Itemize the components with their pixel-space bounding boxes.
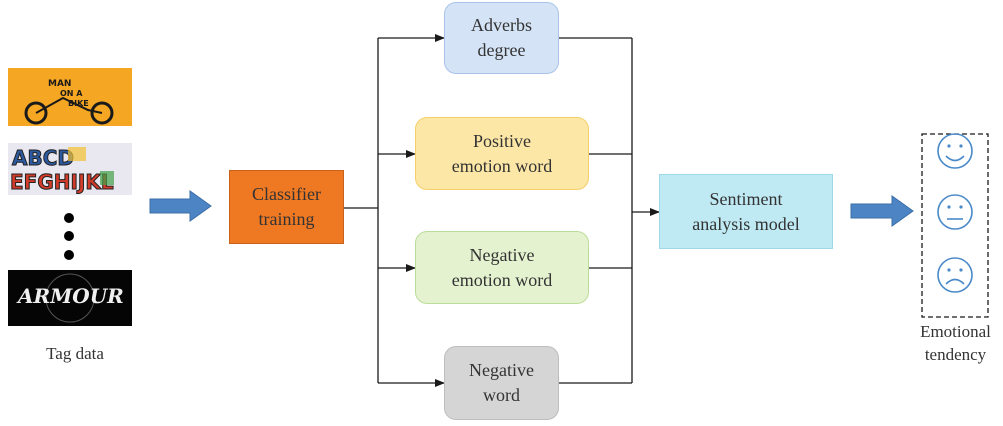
negative-emotion-word-box: Negative emotion word: [415, 231, 589, 304]
ellipsis-dot: [64, 213, 74, 223]
svg-text:ON A: ON A: [60, 89, 83, 98]
adverbs-degree-label: Adverbs degree: [471, 15, 532, 60]
svg-text:ARMOUR: ARMOUR: [16, 284, 124, 308]
ellipsis-dot: [64, 231, 74, 241]
negative-word-label: Negative word: [469, 360, 534, 405]
block-arrow-to-classifier: [149, 190, 212, 222]
positive-emotion-word-box: Positive emotion word: [415, 117, 589, 190]
output-dashed-box: [921, 133, 989, 318]
frown-face-icon: [937, 257, 973, 293]
smile-face-icon: [937, 133, 973, 169]
svg-text:BIKE: BIKE: [68, 99, 89, 108]
positive-emotion-word-label: Positive emotion word: [451, 130, 553, 176]
adverbs-degree-box: Adverbs degree: [444, 2, 559, 74]
sentiment-analysis-model-label: Sentiment analysis model: [692, 188, 800, 234]
ellipsis-dot: [64, 250, 74, 260]
classifier-training-box: Classifier training: [229, 170, 344, 244]
negative-word-box: Negative word: [444, 346, 559, 420]
svg-text:EFGHIJKL: EFGHIJKL: [10, 170, 114, 194]
svg-text:MAN: MAN: [48, 79, 71, 89]
sentiment-analysis-model-box: Sentiment analysis model: [659, 174, 833, 249]
armour-logo-image: ARMOUR: [8, 270, 132, 326]
svg-text:ABCD: ABCD: [12, 146, 74, 170]
block-arrow-to-output: [850, 195, 914, 227]
negative-emotion-word-label: Negative emotion word: [451, 244, 553, 290]
emotional-tendency-label: Emotional tendency: [920, 322, 991, 364]
bicycle-typography-image: MAN ON A BIKE: [8, 68, 132, 126]
classifier-training-label: Classifier training: [252, 184, 321, 229]
tag-data-label: Tag data: [46, 344, 104, 363]
graffiti-letters-image: ABCD EFGHIJKL: [8, 143, 132, 195]
neutral-face-icon: [937, 194, 973, 230]
